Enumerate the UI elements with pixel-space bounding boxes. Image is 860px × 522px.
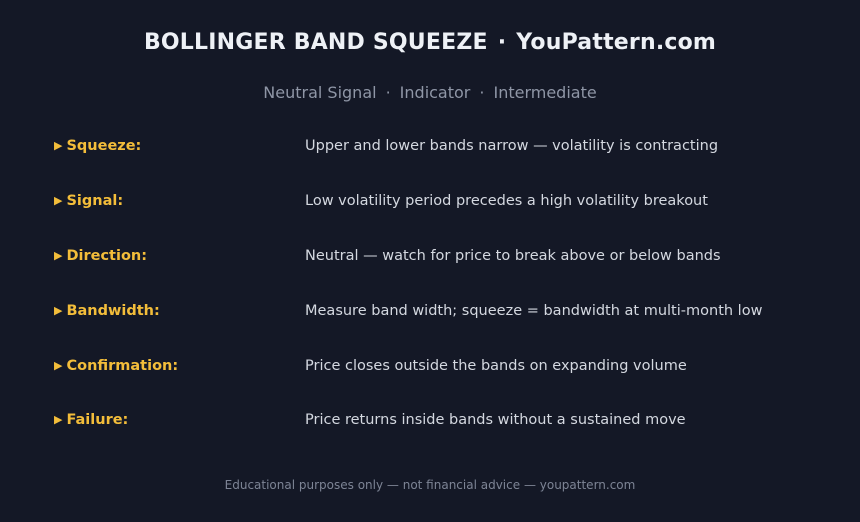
triangle-right-icon: ▶ — [54, 139, 63, 153]
info-label-text: Bandwidth: — [66, 302, 160, 319]
page-title: BOLLINGER BAND SQUEEZE · YouPattern.com — [0, 30, 860, 55]
title-separator: · — [497, 30, 507, 55]
disclaimer-footer: Educational purposes only — not financia… — [224, 478, 636, 492]
info-row-squeeze: ▶Squeeze: Upper and lower bands narrow —… — [54, 119, 834, 174]
info-value: Price returns inside bands without a sus… — [305, 412, 686, 429]
info-value: Price closes outside the bands on expand… — [305, 357, 687, 374]
info-row-signal: ▶Signal: Low volatility period precedes … — [54, 174, 834, 229]
brand-name: YouPattern.com — [516, 30, 717, 55]
info-label: ▶Failure: — [54, 412, 305, 428]
subtitle: Neutral Signal · Indicator · Intermediate — [0, 83, 860, 102]
info-label: ▶Confirmation: — [54, 358, 305, 374]
triangle-right-icon: ▶ — [54, 413, 63, 427]
subtitle-level: Intermediate — [493, 83, 597, 102]
info-label-text: Confirmation: — [66, 357, 179, 374]
info-label: ▶Signal: — [54, 193, 305, 209]
title-text: BOLLINGER BAND SQUEEZE — [143, 30, 488, 55]
info-label-text: Signal: — [66, 193, 124, 210]
triangle-right-icon: ▶ — [54, 358, 63, 372]
info-row-direction: ▶Direction: Neutral — watch for price to… — [54, 229, 834, 284]
info-label: ▶Bandwidth: — [54, 303, 305, 319]
info-label-text: Squeeze: — [66, 138, 142, 155]
info-row-failure: ▶Failure: Price returns inside bands wit… — [54, 393, 834, 448]
info-value: Low volatility period precedes a high vo… — [305, 193, 708, 210]
info-label: ▶Squeeze: — [54, 138, 305, 154]
triangle-right-icon: ▶ — [54, 194, 63, 208]
triangle-right-icon: ▶ — [54, 303, 63, 317]
info-label: ▶Direction: — [54, 248, 305, 264]
info-value: Upper and lower bands narrow — volatilit… — [305, 138, 719, 155]
info-row-confirmation: ▶Confirmation: Price closes outside the … — [54, 338, 834, 393]
info-value: Neutral — watch for price to break above… — [305, 247, 721, 264]
subtitle-separator: · — [385, 83, 391, 102]
triangle-right-icon: ▶ — [54, 248, 63, 262]
info-label-text: Direction: — [66, 247, 148, 264]
info-value: Measure band width; squeeze = bandwidth … — [305, 302, 763, 319]
subtitle-type: Indicator — [399, 83, 471, 102]
info-list: ▶Squeeze: Upper and lower bands narrow —… — [54, 119, 834, 448]
info-label-text: Failure: — [66, 412, 129, 429]
subtitle-signal: Neutral Signal — [263, 83, 377, 102]
info-row-bandwidth: ▶Bandwidth: Measure band width; squeeze … — [54, 283, 834, 338]
subtitle-separator: · — [479, 83, 485, 102]
